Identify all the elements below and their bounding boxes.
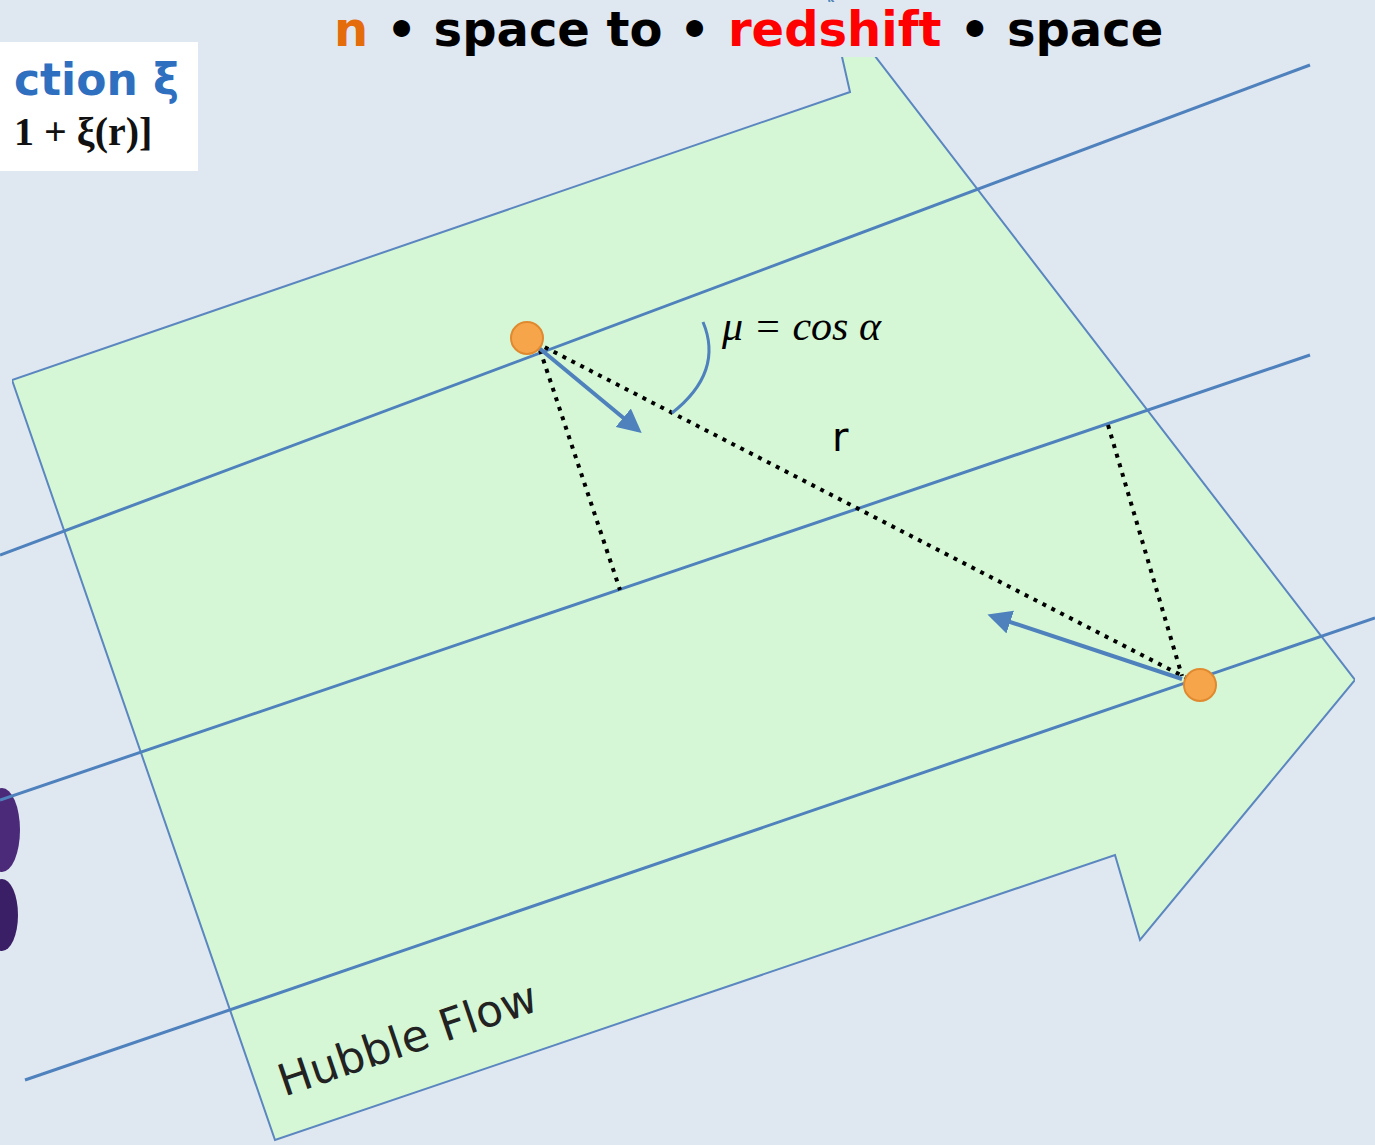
separation-dotted <box>527 338 1200 685</box>
separation-label: r <box>832 414 848 460</box>
title-fragment: • space to • <box>382 2 714 57</box>
title-fragment: • space <box>956 2 1168 57</box>
velocity-arrow <box>992 616 1182 679</box>
formula-box: ction ξ1 + ξ(r)] <box>0 42 198 171</box>
arrow-shape <box>12 0 1355 1140</box>
angle-label: μ = cos α <box>722 302 881 350</box>
perpendicular-dotted <box>540 350 620 590</box>
flow-line <box>0 65 1310 555</box>
galaxy-dot <box>1184 669 1216 701</box>
angle-arc <box>672 322 709 413</box>
hubble-flow-arrow: Hubble Flow <box>12 0 1355 1145</box>
purple-blob <box>0 879 18 951</box>
flow-line <box>25 618 1375 1080</box>
galaxy-dot <box>511 322 543 354</box>
perpendicular-dotted <box>1108 425 1182 676</box>
title-fragment: redshift <box>724 2 946 57</box>
purple-blob <box>0 788 20 872</box>
arrow-outline <box>12 0 1355 1145</box>
formula-text: 1 + ξ(r)] <box>14 107 184 157</box>
velocity-arrow <box>533 343 638 430</box>
flow-line <box>0 355 1310 800</box>
formula-text: ction ξ <box>14 52 184 107</box>
title-fragment: n <box>330 2 372 57</box>
